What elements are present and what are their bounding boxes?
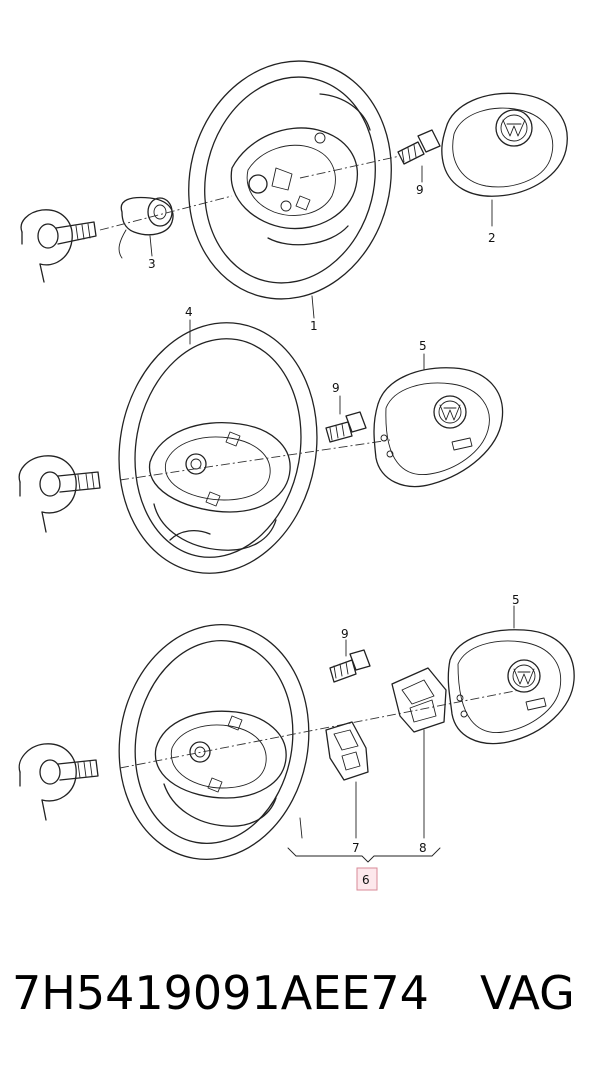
bolt-part-9a bbox=[299, 129, 441, 179]
leader-line-3 bbox=[149, 235, 153, 257]
callout-6[interactable]: 6 bbox=[362, 873, 370, 887]
steering-column-3 bbox=[18, 743, 99, 821]
steering-wheel-part-1 bbox=[188, 60, 392, 300]
steering-wheel-parts-diagram: 1 2 3 4 5 5 6 7 8 9 9 9 bbox=[18, 60, 575, 891]
steering-column-2 bbox=[18, 455, 101, 533]
callout-4[interactable]: 4 bbox=[185, 305, 193, 319]
switch-part-7 bbox=[325, 721, 369, 781]
assembly-group-2 bbox=[18, 319, 504, 574]
switch-part-8 bbox=[391, 667, 447, 733]
brand-label: VAG bbox=[480, 966, 575, 1020]
callout-2[interactable]: 2 bbox=[488, 231, 496, 245]
callout-6-highlight bbox=[356, 867, 378, 891]
airbag-part-5b bbox=[447, 629, 575, 745]
clock-spring-part-3 bbox=[99, 195, 233, 259]
bracket-part-6 bbox=[287, 847, 441, 863]
callout-9c[interactable]: 9 bbox=[341, 627, 349, 641]
part-number: 7H5419091AEE74 bbox=[12, 966, 429, 1020]
callout-5a[interactable]: 5 bbox=[419, 339, 427, 353]
bolt-part-9b bbox=[325, 411, 367, 443]
assembly-group-3 bbox=[18, 605, 575, 863]
airbag-part-2 bbox=[441, 92, 568, 197]
steering-column-1 bbox=[20, 209, 97, 283]
leader-line-wheel bbox=[299, 817, 303, 839]
callout-9b[interactable]: 9 bbox=[332, 381, 340, 395]
leader-line-1 bbox=[311, 295, 315, 319]
steering-wheel-multifunction bbox=[118, 624, 521, 860]
callout-8[interactable]: 8 bbox=[419, 841, 427, 855]
assembly-group-1 bbox=[20, 60, 568, 319]
callout-9a[interactable]: 9 bbox=[416, 183, 424, 197]
airbag-part-5a bbox=[373, 367, 504, 488]
steering-wheel-part-4 bbox=[118, 322, 391, 574]
bolt-part-9c bbox=[329, 649, 371, 683]
callout-7[interactable]: 7 bbox=[352, 841, 360, 855]
callout-3[interactable]: 3 bbox=[148, 257, 156, 271]
callout-5b[interactable]: 5 bbox=[512, 593, 520, 607]
callout-1[interactable]: 1 bbox=[310, 319, 318, 333]
